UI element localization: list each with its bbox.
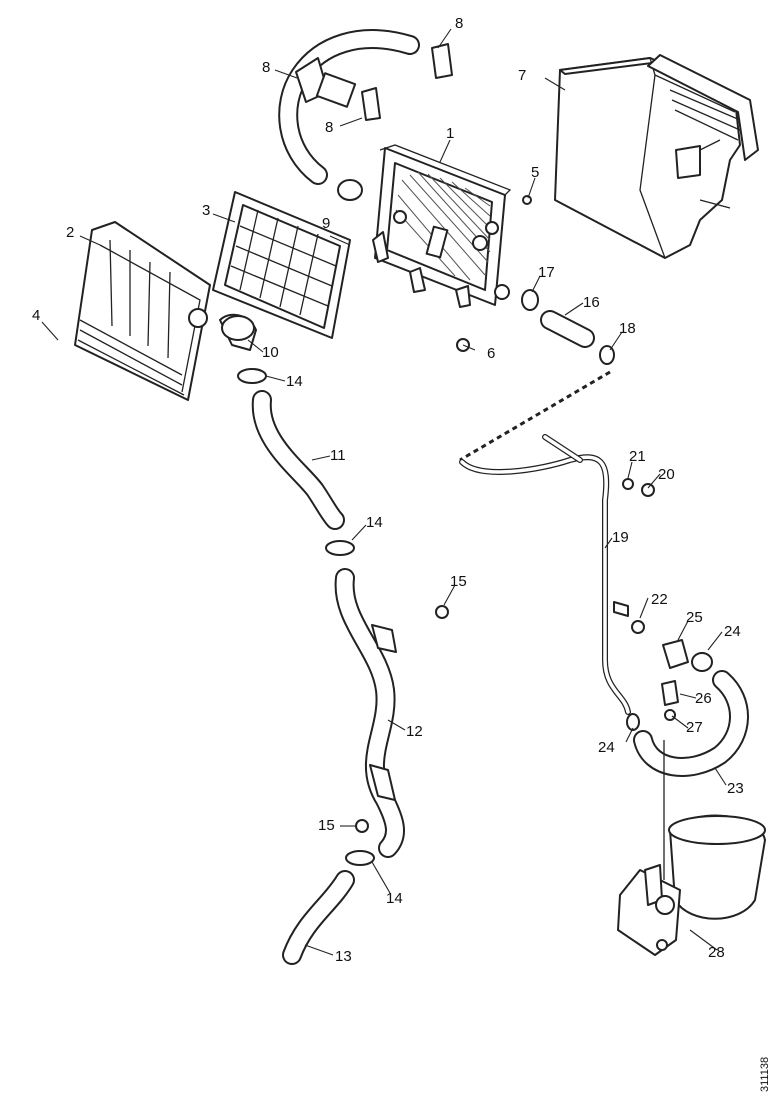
part-23-hose <box>626 639 749 777</box>
callout-26: 26 <box>695 690 712 707</box>
callout-8: 8 <box>325 119 333 136</box>
callout-15: 15 <box>318 817 335 834</box>
callout-12: 12 <box>406 723 423 740</box>
connection-dashed-line <box>459 370 611 462</box>
callout-24: 24 <box>598 739 615 756</box>
callout-4: 4 <box>32 307 40 324</box>
callout-5: 5 <box>531 164 539 181</box>
callout-27: 27 <box>686 719 703 736</box>
document-number: 311138 <box>759 1057 771 1092</box>
callout-19: 19 <box>612 529 629 546</box>
callout-25: 25 <box>686 609 703 626</box>
callout-23: 23 <box>727 780 744 797</box>
part-16-hose <box>456 195 615 365</box>
callout-18: 18 <box>619 320 636 337</box>
callout-21: 21 <box>629 448 646 465</box>
callout-15: 15 <box>450 573 467 590</box>
callout-14: 14 <box>366 514 383 531</box>
leader-lines <box>41 28 727 956</box>
callout-2: 2 <box>66 224 74 241</box>
callout-14: 14 <box>286 373 303 390</box>
part-10-elbow <box>219 313 267 384</box>
callout-8: 8 <box>262 59 270 76</box>
callout-22: 22 <box>651 591 668 608</box>
callout-28: 28 <box>708 944 725 961</box>
callout-11: 11 <box>330 447 346 464</box>
callout-labels: 8 8 8 7 1 5 3 9 2 4 10 14 11 14 15 12 15… <box>32 15 744 965</box>
callout-3: 3 <box>202 202 210 219</box>
callout-16: 16 <box>583 294 600 311</box>
part-7-cover-box <box>554 54 759 259</box>
callout-1: 1 <box>446 125 454 142</box>
callout-10: 10 <box>262 344 279 361</box>
callout-8: 8 <box>455 15 463 32</box>
part-8-upper-hose <box>278 29 453 201</box>
callout-9: 9 <box>322 215 330 232</box>
callout-20: 20 <box>658 466 675 483</box>
part-19-pipe <box>459 434 655 715</box>
part-3-frame <box>212 191 351 339</box>
callout-24: 24 <box>724 623 741 640</box>
callout-7: 7 <box>518 67 526 84</box>
callout-17: 17 <box>538 264 555 281</box>
part-12-pipe <box>334 568 449 866</box>
callout-14: 14 <box>386 890 403 907</box>
part-2-intercooler <box>74 221 211 401</box>
part-13-hose <box>282 870 355 965</box>
callout-13: 13 <box>335 948 352 965</box>
callout-6: 6 <box>487 345 495 362</box>
part-28-tank <box>617 740 766 956</box>
part-1-radiator <box>372 144 512 308</box>
part-11-hose <box>251 390 355 556</box>
